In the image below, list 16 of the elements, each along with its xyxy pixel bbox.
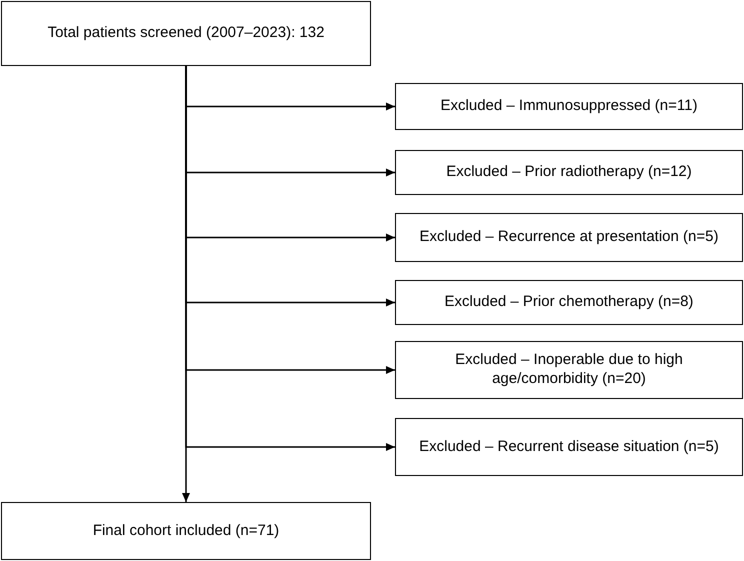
- process-box: [1, 502, 371, 560]
- process-box: [395, 83, 743, 130]
- box-text: Excluded – Recurrent disease situation (n=5): [419, 438, 719, 456]
- box-text: Excluded – Immunosuppressed (n=11): [440, 97, 698, 116]
- process-box: [395, 280, 743, 325]
- process-box: [395, 418, 743, 476]
- process-box: [395, 150, 743, 195]
- process-box: [1, 1, 371, 66]
- process-box: [395, 213, 743, 262]
- process-box: [395, 341, 743, 399]
- box-text: Excluded – Prior radiotherapy (n=12): [446, 163, 692, 182]
- box-text: Final cohort included (n=71): [92, 522, 280, 540]
- box-text: Excluded – Inoperable due to high age/comorbidity (n=20): [454, 351, 684, 389]
- box-text: Excluded – Recurrence at presentation (n=5): [420, 228, 718, 247]
- box-text: Excluded – Prior chemotherapy (n=8): [444, 293, 694, 312]
- box-text: Total patients screened (2007–2023): 132: [48, 24, 324, 43]
